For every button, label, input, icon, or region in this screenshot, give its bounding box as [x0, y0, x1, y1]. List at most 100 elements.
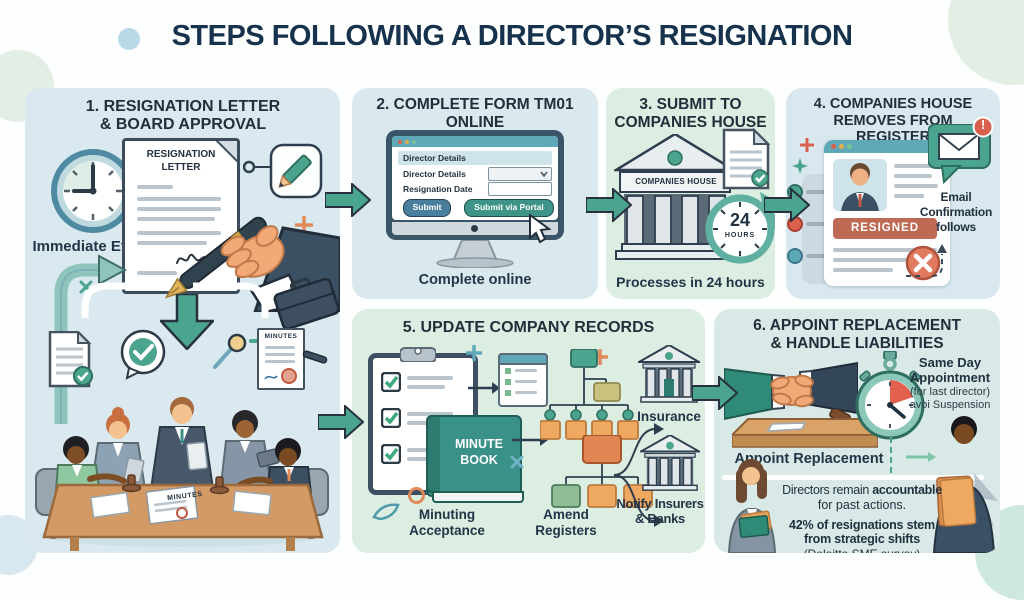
swoosh-decoration: [372, 503, 400, 521]
separator-line: [722, 475, 984, 480]
24-hours-badge: 24 HOURS: [702, 188, 775, 266]
note-text-bold: accountable: [872, 483, 942, 497]
step-2-heading: 2. COMPLETE FORM TM01 ONLINE: [376, 96, 574, 131]
clipboard-clip: [400, 347, 436, 362]
submit-portal-label: Submit via Portal: [474, 202, 544, 212]
handshake-icon: [724, 361, 858, 421]
form-header-text: Director Details: [403, 153, 466, 163]
step-3-heading: 3. SUBMIT TO COMPANIES HOUSE: [614, 96, 767, 131]
minuting-label: Minuting Acceptance: [409, 507, 485, 538]
email-confirmation-note: Email Confirmation follows: [919, 190, 993, 234]
monitor-chin: [392, 222, 558, 235]
letter-title: RESIGNATION LETTER: [146, 149, 216, 173]
submitted-document-icon: [722, 128, 770, 190]
submit-label: Submit: [412, 202, 442, 212]
step-4-heading: 4. COMPANIES HOUSE REMOVES FROM REGISTER: [813, 96, 973, 146]
checkbox-checked-icon: [381, 408, 401, 428]
flow-arrow-into-5: [318, 405, 364, 439]
form-header: Director Details: [398, 151, 552, 165]
liability-note: Directors remain accountable for past ac…: [762, 483, 962, 553]
x-decoration: [510, 455, 524, 469]
flow-arrow-5-6: [692, 376, 738, 410]
approved-document-icon: [48, 331, 93, 388]
page-title: STEPS FOLLOWING A DIRECTOR’S RESIGNATION: [171, 20, 853, 52]
companies-house-label: COMPANIES HOUSE: [635, 177, 717, 186]
folded-corner: [216, 140, 238, 162]
same-day-note: Same Day Appointment (for last director)…: [902, 355, 998, 412]
stat-source: (Deloitte SME survey): [762, 547, 962, 553]
same-day-title: Same Day Appointment: [909, 355, 991, 386]
director-avatar: [833, 159, 887, 211]
step-1-heading: 1. RESIGNATION LETTER & BOARD APPROVAL: [85, 98, 281, 134]
minute-book: MINUTE BOOK: [426, 415, 524, 503]
insurance-label: Insurance: [637, 409, 701, 424]
step-3-panel: 3. SUBMIT TO COMPANIES HOUSE COMPANIES H…: [606, 88, 775, 299]
man-figure: [932, 416, 998, 553]
step-4-panel: 4. COMPANIES HOUSE REMOVES FROM REGISTER: [786, 88, 1000, 299]
approval-check-bubble: [120, 329, 166, 380]
minute-book-title: MINUTE BOOK: [455, 437, 503, 467]
card-browser-bar: [824, 140, 950, 153]
desk-gavel-icon: [732, 409, 878, 448]
director-profile-card: RESIGNED: [824, 140, 950, 286]
resigned-badge: RESIGNED: [833, 218, 937, 239]
step-6-heading: 6. APPOINT REPLACEMENT & HANDLE LIABILIT…: [753, 317, 961, 352]
same-day-sub1: (for last director): [909, 385, 991, 398]
flow-arrow-1-2: [325, 183, 371, 217]
amend-label: Amend Registers: [535, 507, 597, 538]
submit-portal-button: Submit via Portal: [464, 199, 554, 217]
down-arrow: [160, 294, 214, 350]
dashed-divider: [890, 437, 892, 473]
field1-label: Director Details: [403, 169, 466, 179]
same-day-sub2: avoi Suspension: [909, 398, 991, 411]
connector-line: [81, 282, 157, 318]
step-5-panel: 5. UPDATE COMPANY RECORDS MINUTE BOOK: [352, 309, 705, 553]
step-1-panel: 1. RESIGNATION LETTER & BOARD APPROVAL I…: [25, 88, 340, 553]
24-hours-value: 24: [729, 210, 751, 230]
cursor-icon: [529, 214, 552, 244]
minutes-document: MINUTES: [257, 328, 305, 390]
resigned-label: RESIGNED: [850, 222, 920, 234]
connector-line: [193, 282, 269, 318]
sparkle-decoration: [792, 158, 808, 174]
board-meeting-illustration: [35, 397, 329, 551]
step-5-heading: 5. UPDATE COMPANY RECORDS: [402, 319, 655, 336]
note-text: Directors remain: [782, 483, 873, 497]
flow-arrow-3-4: [764, 188, 810, 222]
stat-text: 42% of resignations stem from strategic …: [789, 517, 935, 547]
register-list-icon: [498, 353, 548, 407]
alert-exclamation: !: [980, 117, 986, 132]
step-6-panel: 6. APPOINT REPLACEMENT & HANDLE LIABILIT…: [714, 309, 1000, 553]
browser-bar: [392, 136, 558, 147]
stamp-mark: [264, 368, 297, 384]
arrow-right-icon: [906, 452, 936, 462]
stamp-pen-icon: [302, 350, 328, 364]
curved-arrow: [54, 254, 128, 424]
woman-figure: [727, 459, 777, 553]
removed-x-icon: [905, 245, 941, 281]
monitor-icon: Director Details Director Details Resign…: [386, 130, 564, 240]
pin-decoration: [213, 333, 261, 369]
circle-decoration: [408, 487, 425, 504]
field1-select: [488, 167, 552, 181]
insurance-bank-icon: [638, 345, 700, 403]
email-notification: !: [928, 116, 994, 186]
submit-button: Submit: [403, 199, 451, 217]
bank-connectors: [614, 423, 664, 527]
24-hours-unit: HOURS: [724, 232, 756, 239]
plus-decoration: [800, 138, 814, 152]
decor-circle: [118, 28, 140, 50]
alert-badge-icon: [972, 116, 994, 138]
edit-pencil-icon: [243, 143, 323, 199]
note-line2: for past actions.: [817, 497, 907, 512]
arrow-right-icon: [468, 382, 500, 394]
flow-arrow-2-3: [586, 188, 632, 222]
24-hours-clock-icon: [705, 192, 775, 264]
field2-label: Resignation Date: [403, 184, 473, 194]
monitor-stand: [436, 240, 514, 268]
checkbox-checked-icon: [381, 444, 401, 464]
dashed-arrow-up: [906, 244, 947, 277]
plus-decoration: [466, 345, 482, 361]
briefcase-icon: [273, 277, 339, 328]
checkbox-checked-icon: [381, 372, 401, 392]
